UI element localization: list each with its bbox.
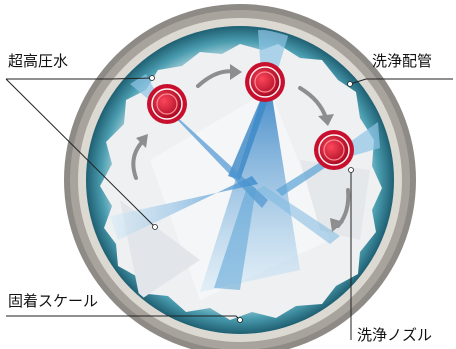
water-jet (214, 188, 256, 290)
rotation-arrowheads (136, 64, 344, 232)
water-jet (110, 176, 258, 240)
label-high-pressure-water: 超高圧水 (8, 52, 69, 70)
leader-cleaning-pipe (349, 78, 453, 85)
water-jet (228, 96, 268, 180)
leader-dots (149, 75, 354, 323)
label-adhered-scale: 固着スケール (8, 292, 99, 310)
leader-high-pressure-water-2 (5, 78, 156, 228)
cleaning-nozzle (147, 84, 187, 124)
cleaning-nozzle (245, 62, 285, 102)
water-jet (256, 186, 340, 244)
cleaning-nozzle (314, 130, 354, 170)
water-jet (350, 122, 380, 156)
interior-facet (300, 160, 370, 240)
leader-high-pressure-water (6, 77, 153, 80)
label-cleaning-pipe: 洗浄配管 (372, 52, 433, 70)
label-cleaning-nozzle: 洗浄ノズル (357, 326, 433, 344)
